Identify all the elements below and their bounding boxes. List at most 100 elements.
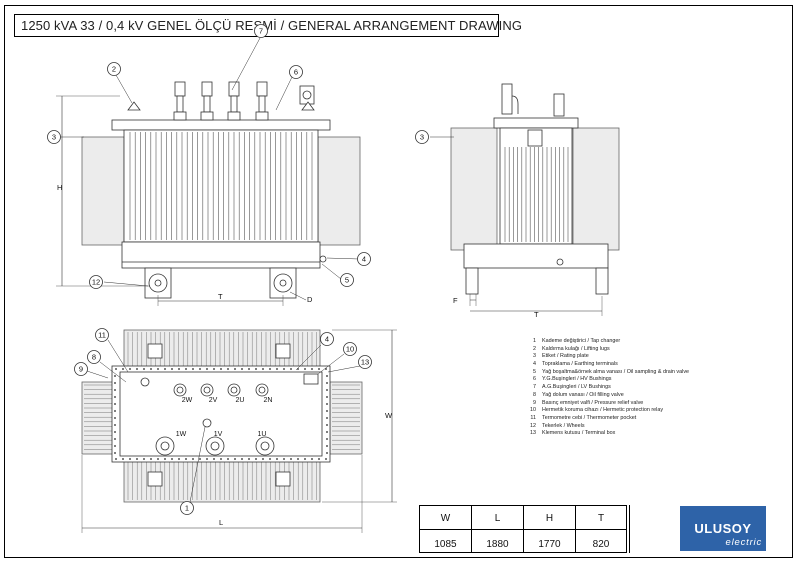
dimension-label: D — [307, 295, 313, 304]
svg-text:10: 10 — [346, 345, 354, 354]
callout-c11: 11 — [95, 328, 109, 342]
logo-subtitle: electric — [725, 537, 762, 548]
legend-number: 3 — [533, 353, 536, 360]
legend-text: Termometre cebi / Thermometer pocket — [542, 414, 637, 421]
dimension-label: W — [385, 411, 393, 420]
dim-header: H — [545, 513, 554, 524]
legend-text: Hermetik koruma cihazı / Hermetic protec… — [542, 407, 664, 414]
svg-text:9: 9 — [79, 365, 83, 374]
svg-text:5: 5 — [345, 276, 349, 285]
drawing-title: 1250 kVA 33 / 0,4 kV GENEL ÖLÇÜ RESMİ / … — [21, 18, 523, 33]
dim-value: 1085 — [434, 539, 457, 550]
svg-text:3: 3 — [420, 133, 424, 142]
front-tank — [123, 129, 319, 243]
callout-c8: 8 — [87, 350, 101, 364]
callout-c12: 12 — [89, 275, 103, 289]
svg-text:8: 8 — [92, 353, 96, 362]
legend-text: Yağ boşaltma&örnek alma vanası / Oil sam… — [542, 368, 690, 375]
svg-text:3: 3 — [52, 133, 56, 142]
front-view — [56, 37, 361, 306]
svg-text:12: 12 — [92, 278, 100, 287]
side-fins — [504, 147, 569, 242]
svg-text:2: 2 — [112, 65, 116, 74]
front-bushings — [127, 81, 315, 121]
lv-terminal-label: 1W — [176, 431, 187, 438]
side-radiator-left — [450, 127, 498, 251]
callout-c4: 4 — [357, 252, 371, 266]
legend-text: Yağ dolum vanası / Oil filling valve — [542, 391, 624, 398]
hv-terminal-label: 2W — [182, 397, 193, 404]
drawing-frame — [4, 5, 793, 558]
company-logo-area: ULUSOY electric — [629, 505, 789, 553]
hv-terminal-label: 2U — [236, 397, 245, 404]
front-base — [121, 241, 321, 269]
legend-number: 10 — [530, 407, 536, 414]
front-radiator-left — [81, 136, 125, 246]
callout-c3: 3 — [47, 130, 61, 144]
legend-number: 4 — [533, 361, 536, 368]
callout-c3: 3 — [415, 130, 429, 144]
legend-text: Y.G.Buşingleri / HV Bushings — [542, 376, 612, 383]
dim-value: 1880 — [486, 539, 509, 550]
legend-row: 8 Yağ dolum vanası / Oil filling valve — [526, 392, 786, 400]
svg-text:4: 4 — [325, 335, 329, 344]
legend-text: Kademe değiştirici / Tap changer — [542, 338, 621, 344]
tap-changer — [202, 418, 212, 428]
legend-text: Tekerlek / Wheels — [542, 422, 585, 429]
side-base — [463, 243, 609, 269]
hv-terminal-label: 2N — [264, 397, 273, 404]
callouts: 2 7 6 3 4 5 12 11 89 1 10 13 3 4 — [47, 24, 429, 515]
side-rating-plate — [527, 129, 543, 147]
legend-row: 6 Y.G.Buşingleri / HV Bushings — [526, 376, 786, 384]
top-radiator-right — [329, 381, 363, 455]
hv-bushings-top — [147, 343, 291, 487]
title-block: 1250 kVA 33 / 0,4 kV GENEL ÖLÇÜ RESMİ / … — [14, 14, 522, 37]
legend-number: 12 — [530, 422, 536, 429]
terminal-box — [303, 373, 319, 385]
legend-number: 6 — [533, 376, 536, 383]
lv-terminal-label: 1U — [258, 431, 267, 438]
callout-c6: 6 — [289, 65, 303, 79]
svg-text:1: 1 — [185, 504, 189, 513]
callout-c7: 7 — [254, 24, 268, 38]
legend-number: 13 — [530, 430, 536, 437]
front-wheel-right — [269, 267, 297, 299]
top-radiator-left — [81, 381, 115, 455]
svg-text:6: 6 — [294, 68, 298, 77]
callout-c10: 10 — [343, 342, 357, 356]
dimension-label: L — [219, 518, 223, 527]
callout-c2: 2 — [107, 62, 121, 76]
thermometer-pocket — [140, 377, 150, 387]
dim-column-w: W 1085 — [420, 506, 472, 552]
front-cover — [111, 119, 331, 131]
dimension-label: F — [453, 296, 458, 305]
hv-terminal-label: 2V — [209, 397, 218, 404]
callout-c13: 13 — [358, 355, 372, 369]
dim-header: W — [440, 513, 451, 524]
legend-number: 7 — [533, 384, 536, 391]
legend-number: 9 — [533, 399, 536, 406]
callout-c9: 9 — [74, 362, 88, 376]
top-fins — [84, 332, 360, 500]
legend-number: 8 — [533, 391, 536, 398]
svg-text:4: 4 — [362, 255, 366, 264]
svg-text:7: 7 — [259, 27, 263, 36]
legend-text: Kaldırma kulağı / Lifting lugs — [542, 345, 610, 352]
callout-c1: 1 — [180, 501, 194, 515]
legend-row: 12 Tekerlek / Wheels — [526, 423, 786, 431]
side-view — [430, 83, 620, 316]
side-tank — [499, 127, 573, 245]
